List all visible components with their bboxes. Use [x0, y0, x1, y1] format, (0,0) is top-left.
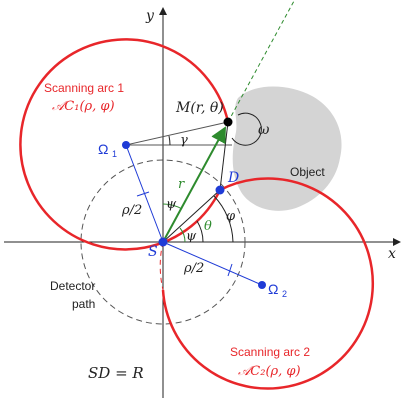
- point-S: [158, 237, 168, 247]
- scanning-arc-2: [161, 177, 375, 390]
- scanning-arc-1: [19, 38, 230, 251]
- rho-half-label-1: ρ/2: [121, 203, 142, 218]
- angle-arc-gamma: [168, 135, 171, 146]
- radius-line-omega2: [162, 241, 263, 286]
- omega2-label: Ω: [268, 281, 278, 297]
- point-M: [223, 117, 233, 127]
- rho-tick-1: [136, 191, 150, 197]
- omega1-to-M-line: [125, 121, 229, 146]
- scanning-arc-2-formula: 𝒜C₂(ρ, φ): [238, 364, 301, 379]
- rho-tick-2: [227, 263, 233, 277]
- scanning-arc-1-dashed: [162, 189, 221, 243]
- point-S-label: S: [148, 244, 158, 260]
- detector-path-label-line2: path: [72, 297, 95, 311]
- scanning-arc-1-title: Scanning arc 1: [44, 81, 124, 95]
- detector-path-circle: [80, 159, 246, 325]
- r-label: r: [178, 177, 185, 192]
- point-D-label: D: [227, 170, 239, 186]
- omega1-subscript: 1: [112, 149, 117, 159]
- point-M-label: M(r, θ): [175, 100, 224, 116]
- gamma-label: γ: [180, 133, 188, 148]
- omega-angle-label: ω: [258, 122, 270, 138]
- scanning-arc-2-title: Scanning arc 2: [230, 345, 310, 359]
- S-to-D-line: [162, 189, 221, 243]
- r-vector: [162, 126, 226, 243]
- angle-arc-psi-upper: [162, 203, 183, 210]
- angle-arc-omega: [231, 112, 262, 146]
- rho-half-label-2: ρ/2: [183, 261, 204, 276]
- point-D: [215, 185, 225, 195]
- point-omega2: [258, 281, 266, 289]
- scanning-arc-1-formula: 𝒜C₁(ρ, φ): [52, 99, 115, 114]
- psi-label-lower: ψ: [186, 229, 197, 244]
- theta-label: θ: [204, 219, 212, 234]
- equation-label: SD = R: [88, 364, 144, 382]
- psi-label-upper: ψ: [166, 197, 177, 212]
- angle-arc-phi: [213, 195, 234, 243]
- point-omega1: [122, 141, 130, 149]
- angle-arc-psi-lower: [179, 227, 186, 243]
- phi-label: φ: [226, 209, 236, 224]
- object-shape: [232, 86, 342, 211]
- x-axis-label: x: [388, 246, 396, 262]
- omega1-label: Ω: [98, 141, 108, 157]
- y-axis-label: y: [145, 8, 155, 24]
- object-label: Object: [290, 165, 325, 179]
- omega2-subscript: 2: [282, 289, 287, 299]
- detector-path-label-line1: Detector: [50, 279, 95, 293]
- D-to-M-line: [219, 121, 229, 191]
- angle-arc-theta: [196, 220, 204, 243]
